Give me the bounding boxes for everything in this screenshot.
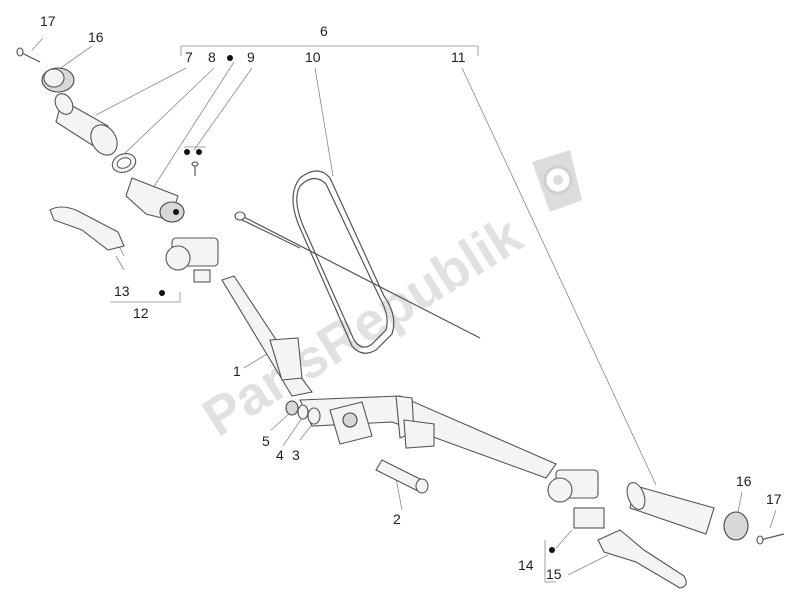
callout-10: 10 bbox=[305, 49, 321, 65]
callout-9: 9 bbox=[247, 49, 255, 65]
gear-icon bbox=[532, 150, 582, 212]
callout-16-right: 16 bbox=[736, 473, 752, 489]
reference-dots bbox=[159, 55, 555, 553]
callout-13: 13 bbox=[114, 283, 130, 299]
part-4-washer bbox=[297, 404, 309, 420]
part-15-right-lever bbox=[597, 529, 687, 589]
callout-4: 4 bbox=[276, 447, 284, 463]
callout-1: 1 bbox=[233, 363, 241, 379]
callout-3: 3 bbox=[292, 447, 300, 463]
part-1-handlebar bbox=[221, 275, 557, 479]
callout-14: 14 bbox=[518, 557, 534, 573]
callouts: 17 16 6 7 8 9 10 11 13 12 1 5 4 3 2 14 1… bbox=[40, 13, 782, 582]
part-2-bar-end-pin bbox=[375, 459, 429, 494]
part-17-left-screw bbox=[16, 47, 41, 63]
part-3-washer bbox=[307, 407, 321, 425]
part-17-right-screw bbox=[756, 533, 785, 545]
leader-lines bbox=[31, 37, 777, 583]
callout-6: 6 bbox=[320, 23, 328, 39]
part-11-cable bbox=[234, 211, 481, 339]
callout-11: 11 bbox=[451, 49, 466, 65]
callout-2: 2 bbox=[393, 511, 401, 527]
callout-12: 12 bbox=[133, 305, 149, 321]
part-16-right-bar-end bbox=[723, 511, 749, 541]
part-14-right-master-cylinder bbox=[547, 469, 605, 529]
part-11-right-grip bbox=[626, 482, 715, 535]
callout-5: 5 bbox=[262, 433, 270, 449]
part-5-bushing bbox=[285, 400, 299, 416]
callout-15: 15 bbox=[546, 566, 562, 582]
part-9-screws bbox=[184, 146, 206, 176]
callout-8: 8 bbox=[208, 49, 216, 65]
callout-17-right: 17 bbox=[766, 491, 782, 507]
callout-7: 7 bbox=[185, 49, 193, 65]
part-7-left-grip bbox=[54, 93, 118, 156]
part-8-ring bbox=[111, 153, 137, 173]
part-throttle-tube bbox=[125, 177, 185, 223]
part-12-left-master-cylinder bbox=[165, 237, 219, 283]
part-16-left-bar-end bbox=[41, 67, 75, 93]
group-6-bracket bbox=[180, 45, 479, 56]
part-13-left-lever bbox=[49, 206, 125, 251]
callout-16-left: 16 bbox=[88, 29, 104, 45]
part-10-throttle-cable bbox=[292, 170, 395, 354]
callout-17-left: 17 bbox=[40, 13, 56, 29]
